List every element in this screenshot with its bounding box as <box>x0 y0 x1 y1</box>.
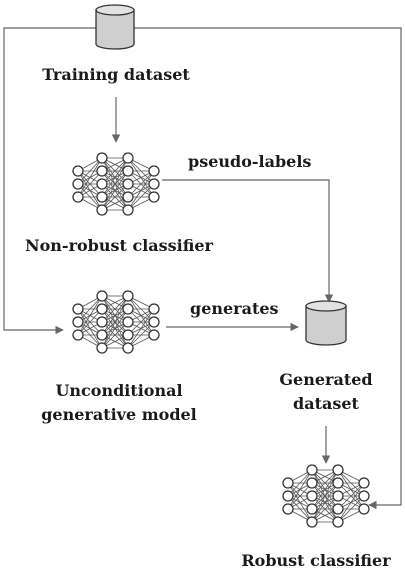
neural-network-icon <box>72 290 160 354</box>
robust-classifier-label: Robust classifier <box>241 551 391 570</box>
generative-model-label-line1: Unconditional <box>55 381 182 400</box>
neural-network-icon <box>282 464 370 528</box>
database-icon <box>95 4 135 50</box>
database-icon <box>305 300 347 346</box>
nonrobust-classifier-label: Non-robust classifier <box>25 236 214 255</box>
training-dataset-label: Training dataset <box>42 65 190 84</box>
arrow-dataset-to-generative <box>3 27 96 335</box>
pseudo-labels-label: pseudo-labels <box>188 152 311 171</box>
generated-dataset-label-line1: Generated <box>279 370 372 389</box>
generates-label: generates <box>190 299 279 318</box>
generated-dataset-label-line2: dataset <box>293 394 360 413</box>
neural-network-icon <box>72 152 160 216</box>
arrow-dataset-to-robust <box>133 27 402 510</box>
generative-model-label-line2: generative model <box>41 405 197 424</box>
arrow-pseudo-labels <box>162 179 334 303</box>
connectors <box>3 27 402 510</box>
